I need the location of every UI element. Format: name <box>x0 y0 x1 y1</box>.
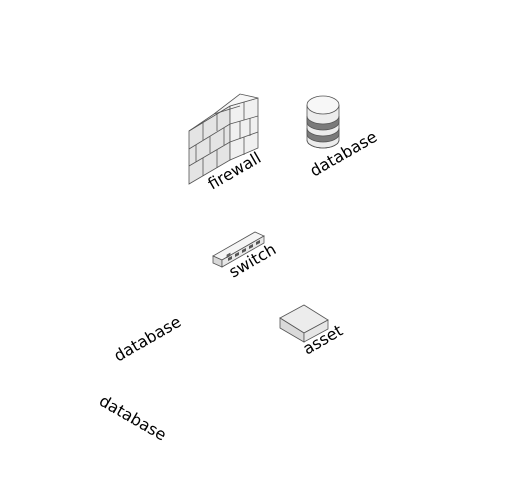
database-bottom-label: database <box>96 391 170 445</box>
asset-icon <box>279 304 329 343</box>
database-left-label: database <box>111 312 185 366</box>
firewall-icon <box>188 93 259 185</box>
database-icon <box>306 95 340 149</box>
switch-ports <box>228 240 260 261</box>
